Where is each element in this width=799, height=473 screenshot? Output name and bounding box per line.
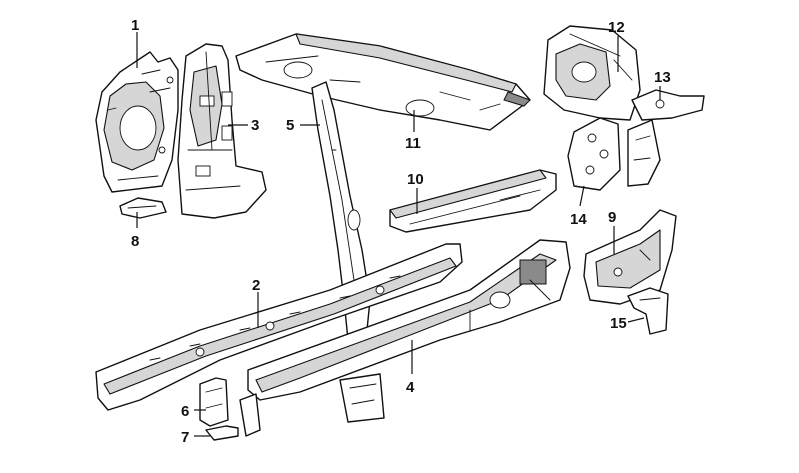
part-1-drawing <box>95 51 179 193</box>
part-7-drawing <box>205 425 239 441</box>
leader-lines <box>136 32 661 437</box>
leader-15 <box>627 317 645 323</box>
part-8-drawing <box>119 197 167 219</box>
callout-15: 15 <box>610 315 627 332</box>
part-11-drawing <box>235 33 531 131</box>
leader-14 <box>579 185 585 207</box>
part-10-drawing <box>389 169 557 233</box>
callout-1: 1 <box>131 17 139 34</box>
callout-2: 2 <box>252 277 260 294</box>
callout-13: 13 <box>654 69 671 86</box>
callout-14: 14 <box>570 211 587 228</box>
callout-8: 8 <box>131 233 139 250</box>
part-13-drawing <box>627 89 705 187</box>
part-15-drawing <box>627 287 669 335</box>
callout-10: 10 <box>407 171 424 188</box>
part-9-drawing <box>583 209 677 305</box>
part-2-drawing <box>95 243 463 411</box>
part-6-drawing <box>199 377 229 427</box>
part-14-drawing <box>567 117 621 191</box>
callout-12: 12 <box>608 19 625 36</box>
callout-9: 9 <box>608 209 616 226</box>
callout-6: 6 <box>181 403 189 420</box>
callout-4: 4 <box>406 379 415 396</box>
part-3-drawing <box>177 43 267 219</box>
callout-3: 3 <box>251 117 259 134</box>
callout-numbers: 1 2 3 4 5 6 7 8 9 10 11 12 13 14 15 <box>131 17 671 446</box>
callout-7: 7 <box>181 429 189 446</box>
callout-5: 5 <box>286 117 294 134</box>
part-4-drawing <box>239 239 571 437</box>
callout-11: 11 <box>405 135 421 152</box>
part-12-drawing <box>543 25 641 121</box>
